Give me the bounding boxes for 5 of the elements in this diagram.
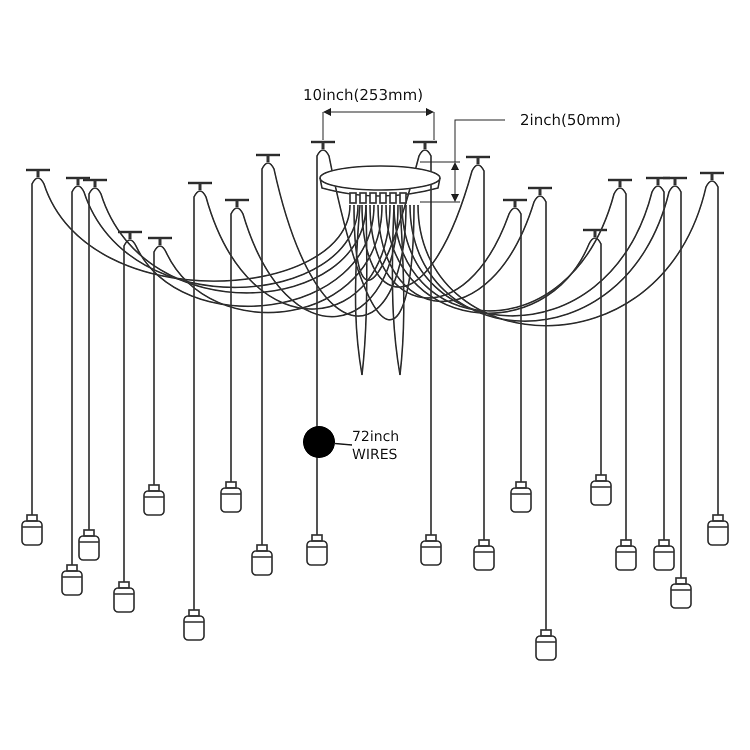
dimension-label: 10inch(253mm) <box>303 86 424 104</box>
leader-line <box>334 442 352 446</box>
callout-label: 72inch WIRES <box>352 428 416 464</box>
dimension-label: 2inch(50mm) <box>520 111 621 129</box>
marker-dot <box>303 426 335 458</box>
